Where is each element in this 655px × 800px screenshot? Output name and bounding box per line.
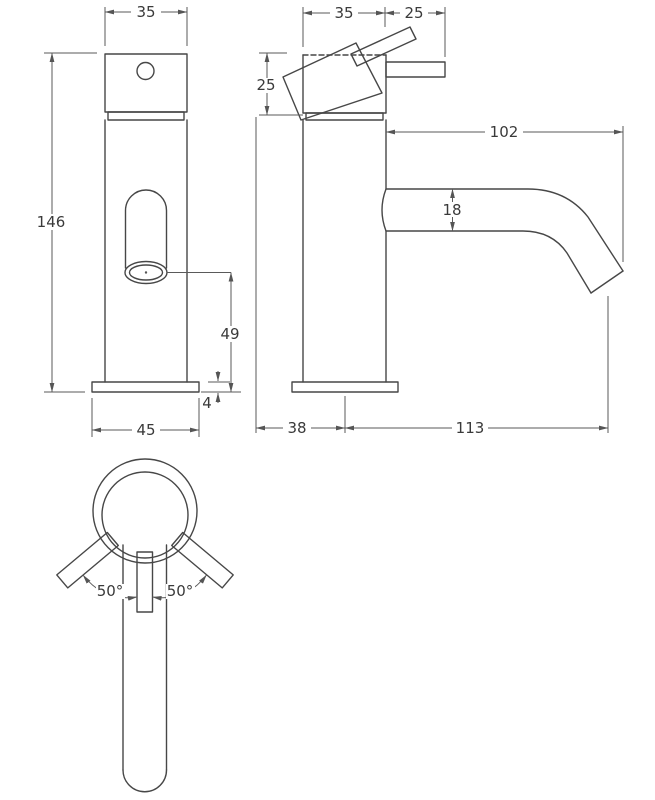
- front-view-dimensions: [44, 7, 241, 437]
- label-mask: [166, 584, 195, 599]
- front-spout-arch: [124, 189, 168, 269]
- dim-front-base-thickness: 4: [202, 394, 212, 412]
- dimension-labels: 35 146 49 4 45 35 25 25 102 18 38 113 50…: [37, 3, 519, 600]
- side-body-right-edge: [381, 119, 387, 383]
- label-mask: [132, 423, 160, 438]
- label-mask: [252, 78, 280, 93]
- dim-plan-left-angle: 50°: [97, 582, 124, 600]
- side-base-plate: [291, 381, 399, 393]
- dim-side-head-height: 25: [256, 76, 275, 94]
- side-view-dimensions: [255, 7, 624, 433]
- front-base-plate: [91, 381, 200, 393]
- plan-body-inner-circle: [101, 471, 189, 559]
- label-mask: [439, 202, 465, 217]
- dim-front-spout-height: 49: [220, 325, 239, 343]
- side-neck-ring: [305, 112, 384, 121]
- dim-side-spout-reach: 102: [490, 123, 519, 141]
- dim-front-head-width: 35: [136, 3, 155, 21]
- dim-plan-right-angle: 50°: [167, 582, 194, 600]
- side-spout-lower-edge: [385, 230, 592, 294]
- side-view: [282, 26, 624, 393]
- dim-side-lever-reach: 25: [404, 4, 423, 22]
- front-outlet-inner: [128, 264, 164, 281]
- front-outlet-center-mark: [144, 271, 148, 274]
- front-neck-ring: [107, 111, 185, 121]
- label-mask: [34, 214, 68, 230]
- plan-spout-rounded-end: [122, 769, 168, 793]
- label-mask: [283, 421, 311, 436]
- label-mask: [452, 421, 488, 436]
- label-mask: [216, 326, 244, 342]
- dim-side-head-depth: 35: [334, 4, 353, 22]
- side-handle-knob-tilted: [282, 42, 383, 121]
- front-view: [91, 53, 200, 393]
- plan-left-lever: [56, 531, 120, 589]
- side-lever-raised: [350, 26, 417, 67]
- label-mask: [96, 584, 125, 599]
- side-lever-horizontal: [385, 61, 446, 78]
- plan-view: [56, 458, 234, 793]
- label-mask: [330, 6, 358, 20]
- dim-front-base-width: 45: [136, 421, 155, 439]
- front-aerator-hole: [136, 61, 155, 81]
- side-spout-upper-edge: [385, 188, 624, 272]
- label-mask: [131, 5, 161, 19]
- plan-right-lever: [170, 531, 234, 589]
- plan-center-lever: [136, 551, 154, 613]
- label-mask: [485, 125, 523, 140]
- dim-side-total-depth: 113: [456, 419, 485, 437]
- dim-front-total-height: 146: [37, 213, 66, 231]
- plan-body-outer-circle: [92, 458, 198, 564]
- dim-side-back-offset: 38: [287, 419, 306, 437]
- side-spout-tip-edge: [590, 270, 624, 294]
- dim-side-spout-tube: 18: [442, 201, 461, 219]
- label-mask: [400, 6, 428, 20]
- label-masks: [34, 5, 523, 599]
